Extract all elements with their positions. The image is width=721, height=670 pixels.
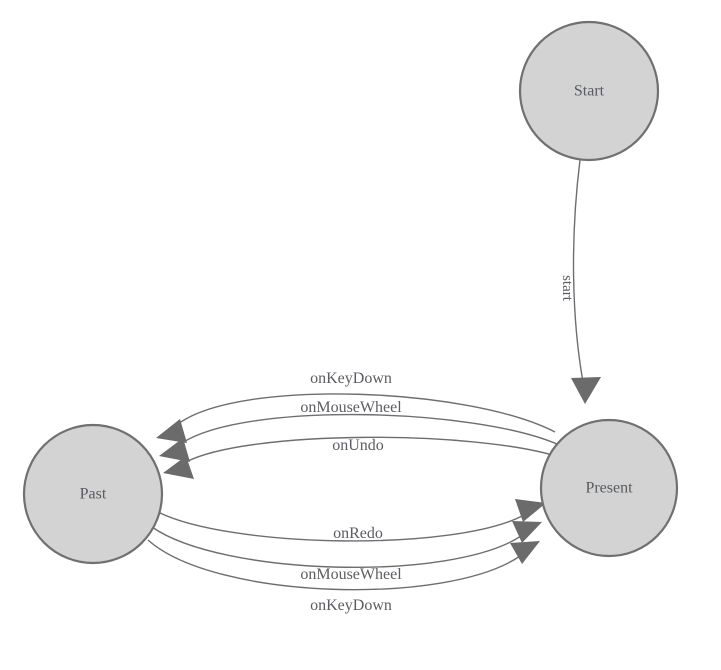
edge-present-to-past-onmousewheel <box>159 413 558 462</box>
edge-past-to-present-onredo <box>157 499 546 542</box>
edge-label-start: start <box>559 275 575 302</box>
node-past[interactable]: Past <box>22 423 164 565</box>
edge-present-to-past-onkeydown-path <box>177 393 556 433</box>
edge-label-present-past-onundo: onUndo <box>332 437 384 454</box>
edge-present-to-past-onmousewheel-path <box>181 413 558 445</box>
edge-past-to-present-onkeydown-path <box>147 539 521 591</box>
node-start-label: Start <box>574 83 605 100</box>
edge-present-to-past-onundo-arrowhead <box>163 456 194 479</box>
node-present-circle[interactable] <box>539 418 679 558</box>
edge-past-to-present-onmousewheel <box>151 521 542 569</box>
edge-past-to-present-onkeydown-arrowhead <box>510 541 540 564</box>
edge-label-present-past-onkeydown: onKeyDown <box>310 370 392 387</box>
node-present[interactable]: Present <box>539 418 679 558</box>
edge-past-to-present-onkeydown <box>147 539 540 591</box>
edge-present-to-past-onundo <box>163 436 560 479</box>
node-past-label: Past <box>80 486 107 503</box>
edge-past-to-present-onmousewheel-path <box>151 526 522 569</box>
edge-start-to-present-path <box>572 159 584 383</box>
edge-past-to-present-onmousewheel-arrowhead <box>512 521 542 543</box>
edge-present-to-past-onkeydown <box>156 393 556 443</box>
edge-present-to-past-onundo-path <box>185 436 560 463</box>
edge-past-to-present-onredo-path <box>157 511 525 542</box>
edge-label-past-present-onkeydown: onKeyDown <box>310 597 392 614</box>
edge-past-to-present-onredo-arrowhead <box>515 499 546 522</box>
node-start[interactable]: Start <box>518 20 660 162</box>
edge-label-past-present-onredo: onRedo <box>333 525 383 542</box>
node-start-circle[interactable] <box>518 20 660 162</box>
edge-present-to-past-onkeydown-arrowhead <box>156 419 187 443</box>
edge-label-past-present-onmousewheel: onMouseWheel <box>300 566 402 583</box>
edge-label-present-past-onmousewheel: onMouseWheel <box>300 399 402 416</box>
node-present-label: Present <box>585 480 633 497</box>
edge-start-to-present-arrowhead <box>571 377 601 404</box>
node-past-circle[interactable] <box>22 423 164 565</box>
edge-present-to-past-onmousewheel-arrowhead <box>159 438 190 462</box>
edge-start-to-present: start <box>559 159 601 404</box>
